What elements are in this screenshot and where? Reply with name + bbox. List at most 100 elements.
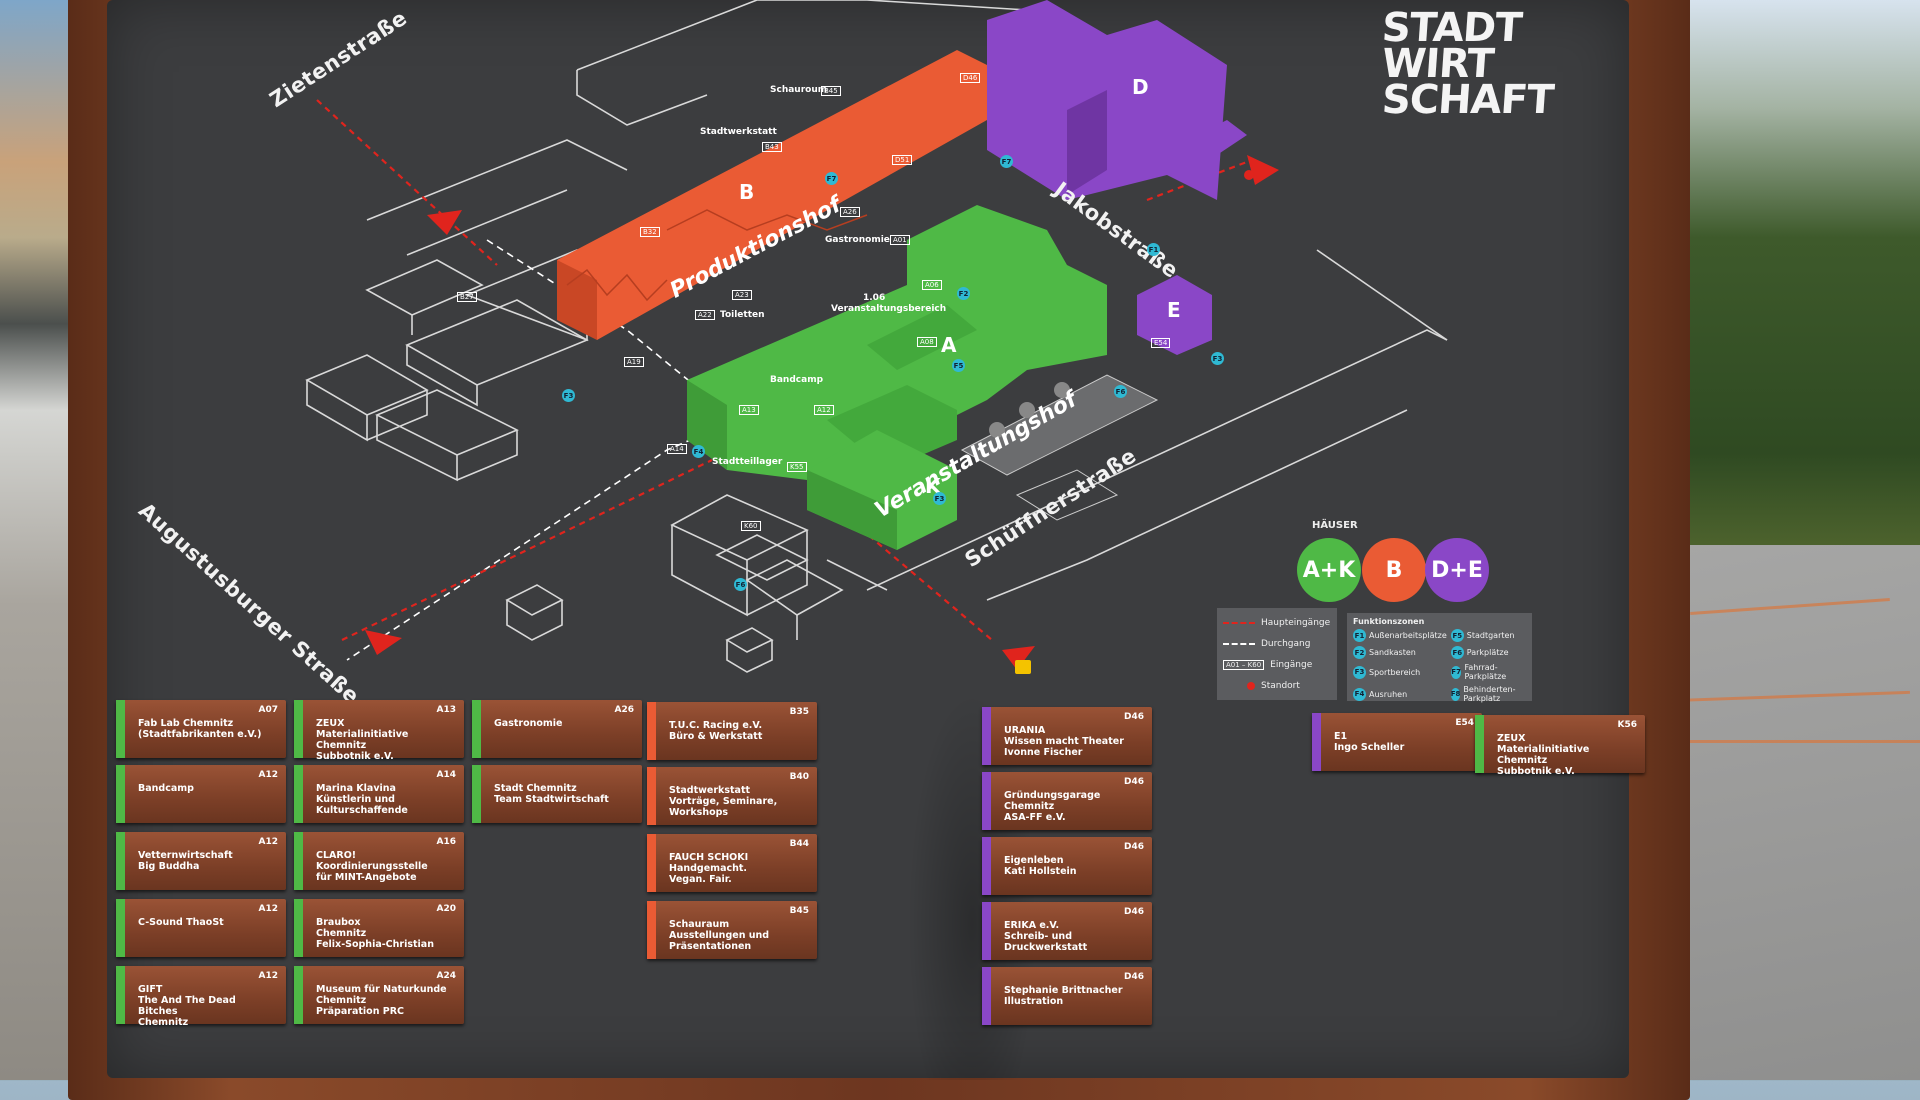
house-color-stripe <box>116 899 125 957</box>
veranstaltungshof-stage <box>960 374 1159 521</box>
plate-tenant-name: Bandcamp <box>138 783 194 794</box>
label-bandcamp: Bandcamp <box>770 375 824 385</box>
entrance-code-k60: K60 <box>741 521 761 531</box>
plate-tenant-name: GIFT The And The Dead Bitches Chemnitz <box>138 984 236 1028</box>
entrance-code-a26: A26 <box>840 207 860 217</box>
plate-tenant-name: ZEUX Materialinitiative Chemnitz Subbotn… <box>1497 733 1590 777</box>
entrance-code-b43: B43 <box>762 142 782 152</box>
house-color-stripe <box>1312 713 1321 771</box>
plate-tenant-name: E1 Ingo Scheller <box>1334 731 1405 753</box>
legend-row-main-entrance: Haupteingänge <box>1223 612 1331 633</box>
label-veranstaltungsbereich: Veranstaltungsbereich <box>831 304 947 314</box>
house-color-stripe <box>294 832 303 890</box>
entrance-code-a06: A06 <box>922 280 942 290</box>
entrance-code-a13: A13 <box>739 405 759 415</box>
plate-tenant-name: Gründungsgarage Chemnitz ASA-FF e.V. <box>1004 790 1101 823</box>
entrance-code-b45: B45 <box>821 86 841 96</box>
label-schauroum: Schauroum <box>770 85 828 95</box>
entrance-code-a23: A23 <box>732 290 752 300</box>
building-a-label: A <box>941 333 957 357</box>
building-d <box>987 0 1247 200</box>
legend-row-entrances: A01 – K60 Eingänge <box>1223 654 1331 675</box>
background-left-street <box>0 0 78 1080</box>
plate-tenant-name: URANIA Wissen macht Theater Ivonne Fisch… <box>1004 725 1124 758</box>
house-color-stripe <box>116 765 125 823</box>
house-color-stripe <box>294 966 303 1024</box>
label-veranstaltungsbereich-number: 1.06 <box>863 293 886 303</box>
plate-room-code: D46 <box>1124 972 1144 982</box>
entrance-code-a01: A01 <box>890 235 910 245</box>
plate-tenant-name: Gastronomie <box>494 718 563 729</box>
stadtwirtschaft-logo: STADT WIRT SCHAFT <box>1380 5 1555 123</box>
plate-room-code: B45 <box>789 906 809 916</box>
plate-tenant-name: FAUCH SCHOKI Handgemacht. Vegan. Fair. <box>669 852 749 885</box>
building-e <box>1137 275 1212 355</box>
house-color-stripe <box>472 700 481 758</box>
entrance-code-b27: B27 <box>457 292 477 302</box>
house-color-stripe <box>472 765 481 823</box>
plate-tenant-name: Eigenleben Kati Hollstein <box>1004 855 1077 877</box>
legend-paths: Haupteingänge Durchgang A01 – K60 Eingän… <box>1217 608 1337 700</box>
plate-room-code: B44 <box>789 839 809 849</box>
plate-tenant-name: Fab Lab Chemnitz (Stadtfabrikanten e.V.) <box>138 718 262 740</box>
label-gastronomie: Gastronomie <box>825 235 890 245</box>
plate-room-code: D46 <box>1124 777 1144 787</box>
house-color-stripe <box>982 967 991 1025</box>
function-zone-marker: F3 <box>562 389 575 402</box>
plate-room-code: D46 <box>1124 712 1144 722</box>
plate-room-code: A12 <box>258 904 279 914</box>
plate-room-code: A12 <box>258 971 279 981</box>
house-color-stripe <box>647 702 656 760</box>
white-dashed-arrow-icon <box>1223 642 1255 645</box>
plate-room-code: D46 <box>1124 842 1144 852</box>
car-parking-icon <box>1015 660 1031 674</box>
function-zone-marker: F6 <box>1114 385 1127 398</box>
plate-tenant-name: Schauraum Ausstellungen und Präsentation… <box>669 919 770 952</box>
function-zone-marker: F3 <box>1211 352 1224 365</box>
entrance-code-sample: A01 – K60 <box>1223 659 1265 670</box>
plate-room-code: B35 <box>789 707 809 717</box>
function-zone-marker: F5 <box>952 359 965 372</box>
legend-row-passage: Durchgang <box>1223 633 1331 654</box>
building-e-label: E <box>1167 298 1181 322</box>
entrance-code-a08: A08 <box>917 337 937 347</box>
houses-heading: HÄUSER <box>1312 520 1358 531</box>
entrance-code-e54: E54 <box>1151 338 1171 348</box>
entrance-code-d46: D46 <box>960 73 981 83</box>
building-b <box>557 50 987 340</box>
legend-row-location: Standort <box>1223 675 1331 696</box>
label-toiletten: Toiletten <box>720 310 765 320</box>
plate-room-code: A24 <box>436 971 457 981</box>
outline-buildings <box>305 0 1448 673</box>
plate-tenant-name: Stephanie Brittnacher Illustration <box>1004 985 1123 1007</box>
entrance-code-a19: A19 <box>624 357 644 367</box>
plate-room-code: B40 <box>789 772 809 782</box>
plate-tenant-name: C-Sound ThaoSt <box>138 917 224 928</box>
plate-tenant-name: Stadtwerkstatt Vorträge, Seminare, Works… <box>669 785 778 818</box>
entrance-code-b32: B32 <box>640 227 660 237</box>
plate-tenant-name: Vetternwirtschaft Big Buddha <box>138 850 233 872</box>
plate-room-code: A26 <box>614 705 635 715</box>
plate-room-code: E54 <box>1455 718 1474 728</box>
function-zone-marker: F3 <box>933 492 946 505</box>
plate-room-code: A20 <box>436 904 457 914</box>
house-color-stripe <box>647 834 656 892</box>
